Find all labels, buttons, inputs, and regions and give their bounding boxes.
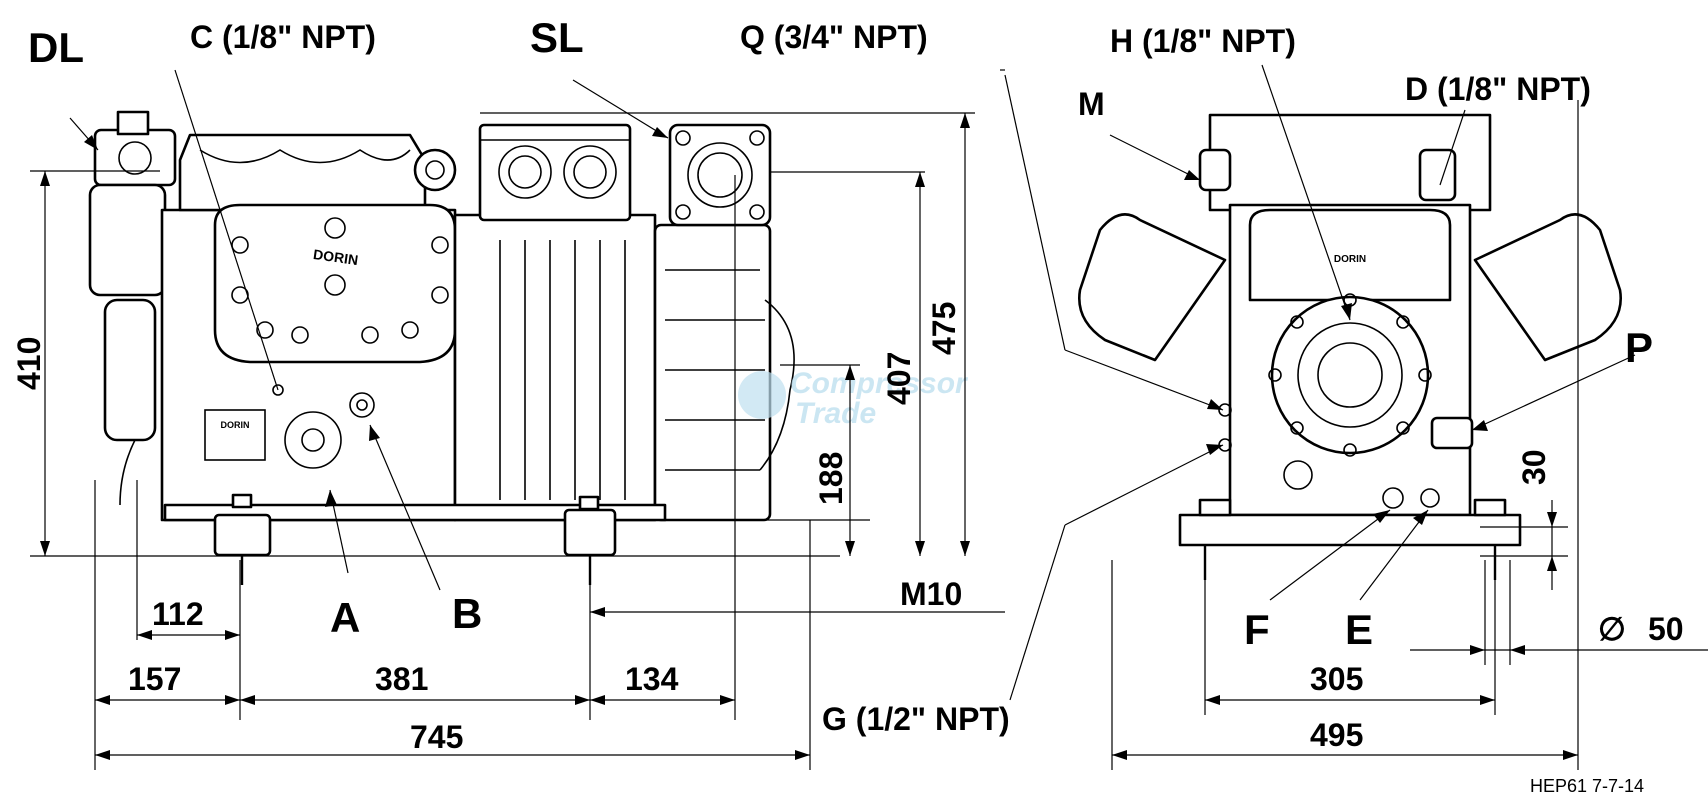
dim-50: 50 <box>1648 611 1684 647</box>
label-m10: M10 <box>900 576 962 612</box>
label-e: E <box>1345 606 1373 653</box>
dimension-values: 410 407 475 188 112 157 381 134 745 305 … <box>11 302 1684 755</box>
port-f <box>1382 487 1404 509</box>
dim-475: 475 <box>926 302 962 355</box>
sensor-d <box>1418 148 1457 202</box>
eye-bolt <box>413 148 457 192</box>
side-nameplate-brand: DORIN <box>221 420 250 430</box>
side-view: DORIN DORIN <box>88 110 795 585</box>
dim-407: 407 <box>881 352 917 405</box>
label-d: D (1/8" NPT) <box>1405 71 1591 107</box>
right-cylinder-head <box>1473 213 1623 362</box>
label-dl: DL <box>28 24 84 71</box>
label-a: A <box>330 594 360 641</box>
dimension-lines <box>30 100 1708 770</box>
end-view: DORIN <box>1077 113 1623 580</box>
dim-410: 410 <box>11 337 47 390</box>
dim-134: 134 <box>625 661 679 697</box>
label-c: C (1/8" NPT) <box>190 19 376 55</box>
watermark: Compressor Trade <box>738 367 969 430</box>
dim-745: 745 <box>410 719 463 755</box>
watermark-line2: Trade <box>795 397 876 430</box>
port-e <box>1420 488 1440 508</box>
drawing-code: HEP61 7-7-14 <box>1530 776 1644 796</box>
port-a <box>284 411 342 469</box>
side-unit <box>103 298 157 442</box>
side-cable <box>119 439 136 506</box>
dim-157: 157 <box>128 661 181 697</box>
port-c <box>272 384 284 396</box>
end-brand: DORIN <box>1334 254 1366 265</box>
left-cylinder-head <box>1077 213 1227 362</box>
label-b: B <box>452 590 482 637</box>
leader-lines <box>69 64 1636 701</box>
plug-m <box>1198 148 1232 192</box>
dim-305: 305 <box>1310 661 1363 697</box>
label-q: Q (3/4" NPT) <box>740 19 928 55</box>
suction-valve-sl <box>668 123 772 227</box>
end-bearing-plate <box>1270 295 1430 455</box>
dim-30: 30 <box>1516 449 1552 485</box>
side-base <box>163 493 667 585</box>
dim-188: 188 <box>813 452 849 505</box>
label-p: P <box>1625 324 1653 371</box>
dim-495: 495 <box>1310 717 1363 753</box>
label-g: G (1/2" NPT) <box>822 701 1010 737</box>
motor-section <box>453 123 795 522</box>
sensor-p <box>1430 416 1474 450</box>
crankcase-body: DORIN <box>160 133 457 522</box>
label-m: M <box>1078 86 1105 122</box>
port-b <box>349 392 375 418</box>
label-sl: SL <box>530 14 584 61</box>
dim-381: 381 <box>375 661 428 697</box>
watermark-line1: Compressor <box>790 367 969 400</box>
dim-diameter-symbol: ∅ <box>1598 611 1626 647</box>
head-brand: DORIN <box>312 246 359 268</box>
dim-112: 112 <box>152 596 204 632</box>
part-labels: DL C (1/8" NPT) SL Q (3/4" NPT) H (1/8" … <box>28 14 1653 737</box>
label-f: F <box>1244 606 1270 653</box>
label-h: H (1/8" NPT) <box>1110 23 1296 59</box>
